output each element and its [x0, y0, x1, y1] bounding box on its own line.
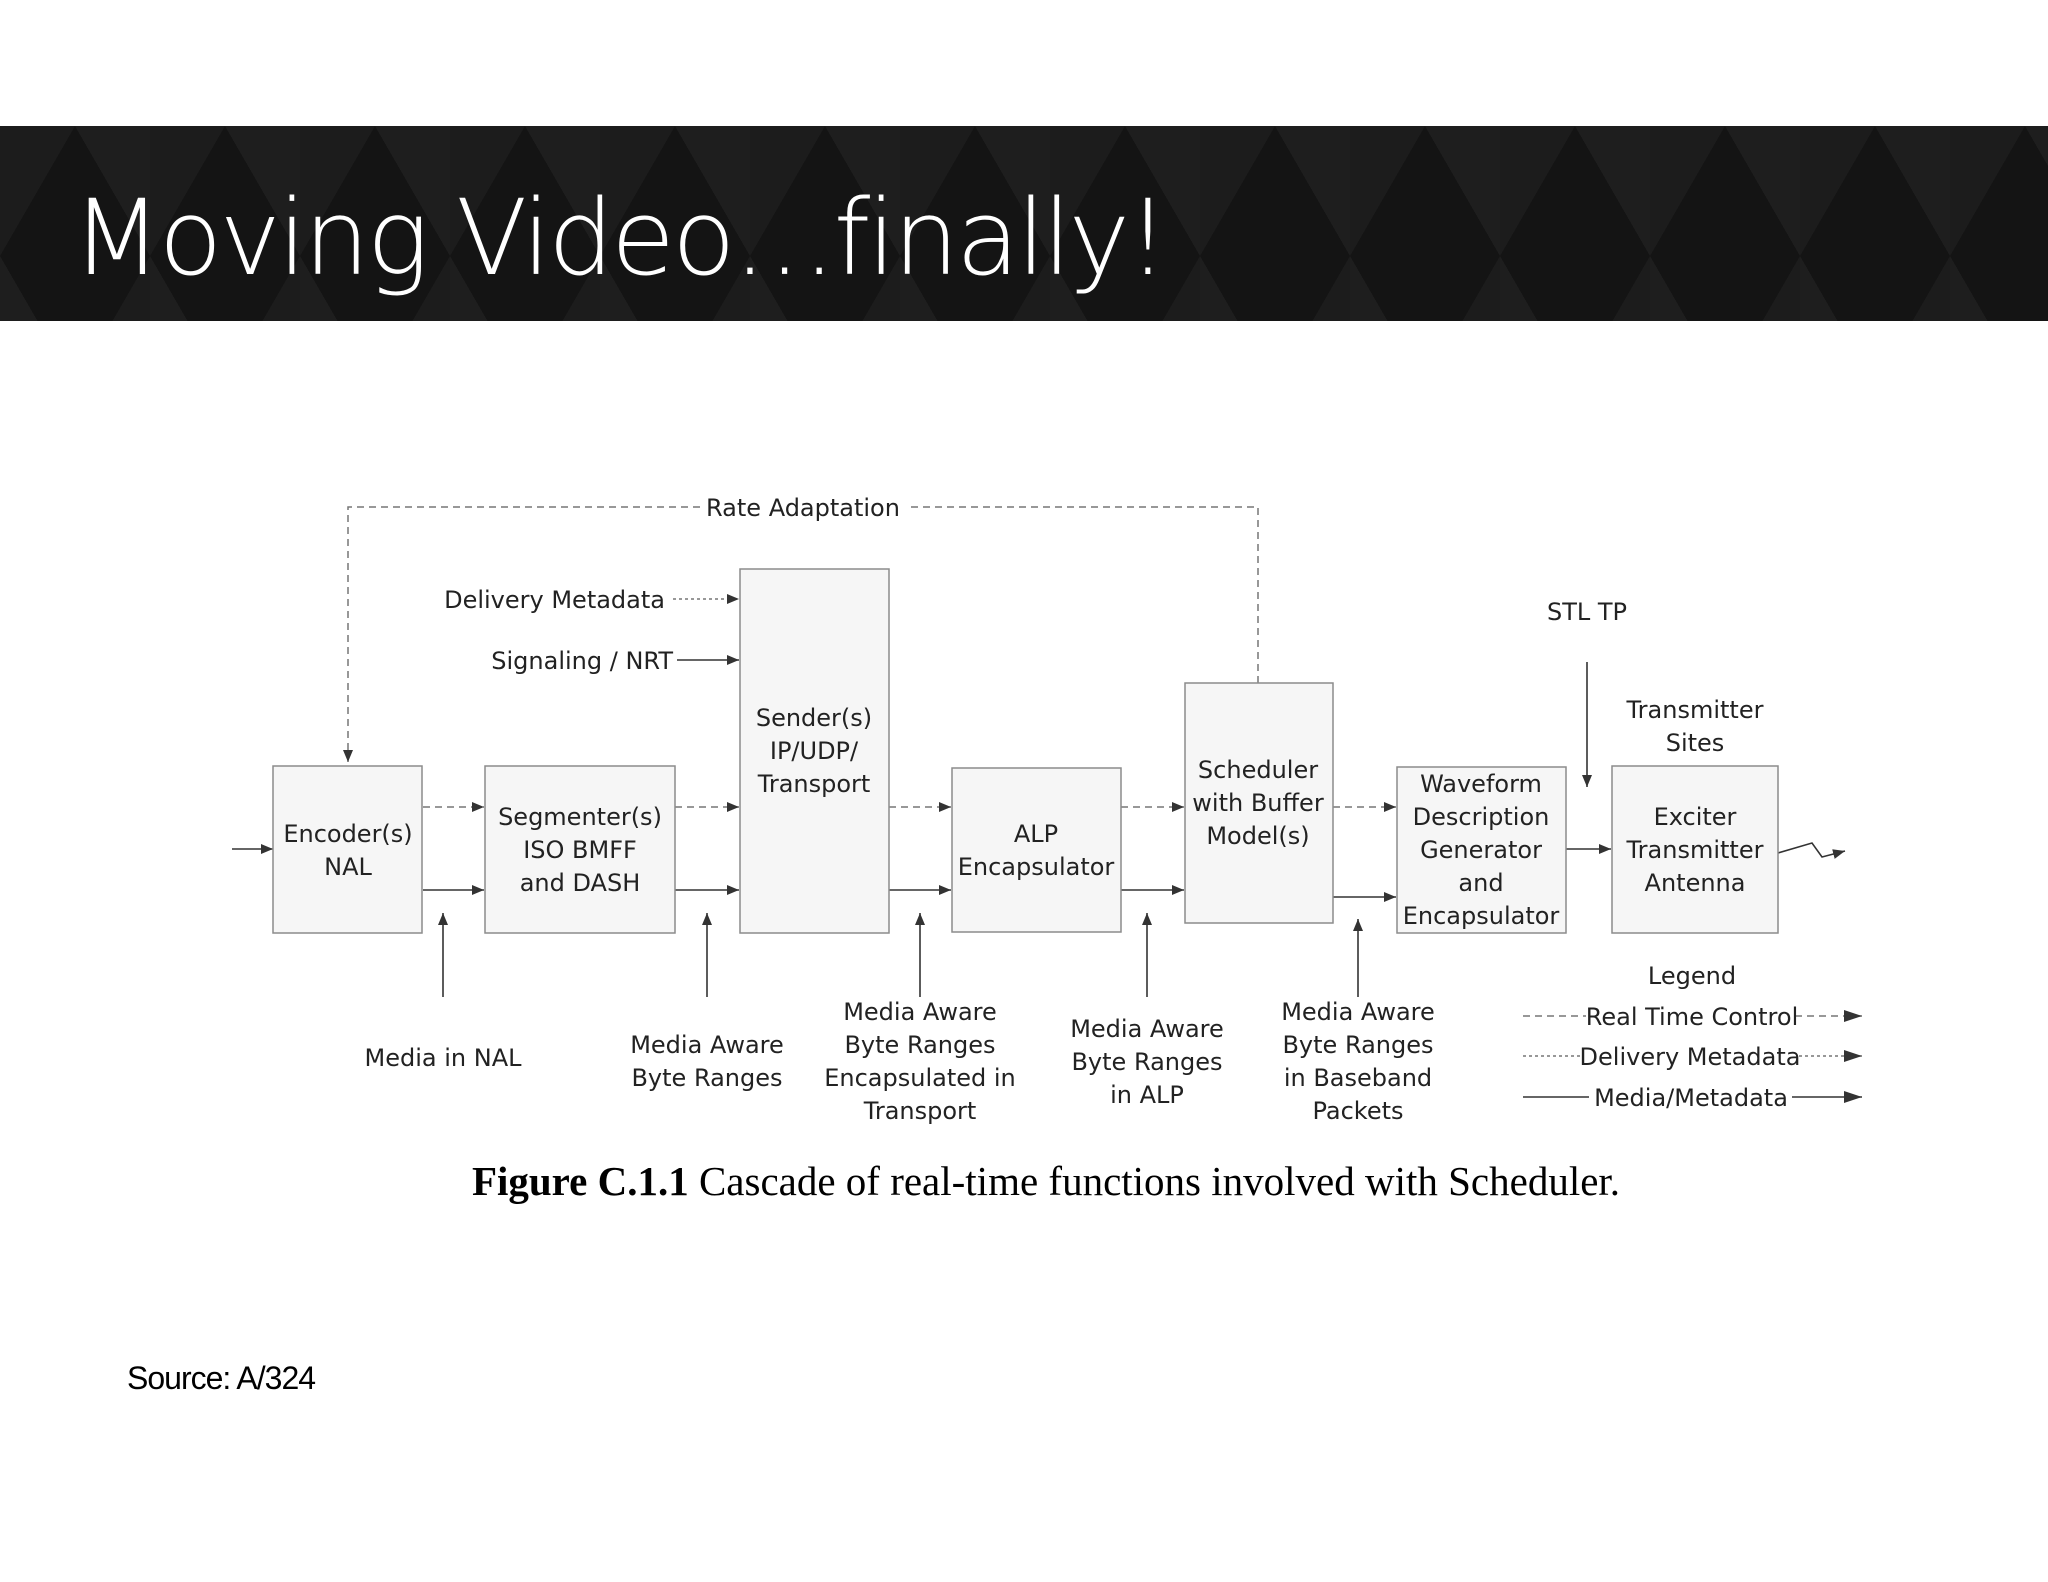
alp-line-1: ALP	[1014, 820, 1058, 848]
figure-caption-text: Cascade of real-time functions involved …	[689, 1158, 1620, 1204]
antenna-output-arrow	[1777, 842, 1846, 859]
legend-real-time-control: Real Time Control	[1586, 1003, 1798, 1031]
encapsulated-transport-line-3: Encapsulated in	[824, 1064, 1016, 1092]
delivery-metadata-label: Delivery Metadata	[444, 586, 665, 614]
exciter-line-1: Exciter	[1654, 803, 1737, 831]
encoder-line-2: NAL	[324, 853, 372, 881]
connectors	[232, 506, 1846, 997]
encapsulated-transport-line-4: Transport	[863, 1097, 977, 1125]
figure-caption: Figure C.1.1 Cascade of real-time functi…	[472, 1158, 1620, 1204]
alp-encapsulator-box: ALP Encapsulator	[951, 767, 1122, 933]
signaling-nrt-label: Signaling / NRT	[491, 647, 673, 675]
byte-ranges-alp-line-2: Byte Ranges	[1071, 1048, 1222, 1076]
waveform-line-2: Description	[1413, 803, 1550, 831]
segmenter-line-3: and DASH	[520, 869, 641, 897]
segmenter-line-2: ISO BMFF	[523, 836, 637, 864]
waveform-line-1: Waveform	[1420, 770, 1542, 798]
byte-ranges-line-2: Byte Ranges	[631, 1064, 782, 1092]
media-in-nal-label: Media in NAL	[365, 1044, 523, 1072]
exciter-line-3: Antenna	[1645, 869, 1746, 897]
exciter-line-2: Transmitter	[1626, 836, 1764, 864]
byte-ranges-alp-line-1: Media Aware	[1070, 1015, 1224, 1043]
segmenter-line-1: Segmenter(s)	[498, 803, 662, 831]
waveform-line-3: Generator	[1420, 836, 1542, 864]
encapsulated-transport-line-1: Media Aware	[843, 998, 997, 1026]
title-banner: Moving Video…finally!	[0, 126, 2048, 321]
legend-title: Legend	[1648, 962, 1736, 990]
legend-media-metadata: Media/Metadata	[1594, 1084, 1788, 1112]
encoder-line-1: Encoder(s)	[283, 820, 412, 848]
scheduler-line-1: Scheduler	[1198, 756, 1318, 784]
stl-tp-label: STL TP	[1547, 598, 1627, 626]
segmenter-box: Segmenter(s) ISO BMFF and DASH	[484, 765, 676, 934]
byte-ranges-baseband-line-2: Byte Ranges	[1282, 1031, 1433, 1059]
sender-line-1: Sender(s)	[756, 704, 872, 732]
encapsulated-transport-line-2: Byte Ranges	[844, 1031, 995, 1059]
sender-line-3: Transport	[757, 770, 871, 798]
byte-ranges-baseband-line-4: Packets	[1312, 1097, 1403, 1125]
scheduler-box: Scheduler with Buffer Model(s)	[1184, 682, 1334, 924]
rate-adaptation-label: Rate Adaptation	[706, 494, 900, 522]
scheduler-line-2: with Buffer	[1192, 789, 1324, 817]
rate-adaptation-line	[348, 506, 1259, 762]
transmitter-sites-line-1: Transmitter	[1626, 696, 1764, 724]
scheduler-line-3: Model(s)	[1206, 822, 1309, 850]
exciter-box: Exciter Transmitter Antenna	[1611, 765, 1779, 934]
waveform-line-4: and	[1458, 869, 1503, 897]
waveform-line-5: Encapsulator	[1403, 902, 1560, 930]
slide-title: Moving Video…finally!	[72, 177, 1169, 299]
legend: Legend Real Time Control Delivery Metada…	[1523, 962, 1862, 1112]
figure-number: Figure C.1.1	[472, 1158, 689, 1204]
byte-ranges-baseband-line-3: in Baseband	[1284, 1064, 1432, 1092]
alp-line-2: Encapsulator	[958, 853, 1115, 881]
waveform-box: Waveform Description Generator and Encap…	[1396, 766, 1567, 934]
byte-ranges-alp-line-3: in ALP	[1110, 1081, 1184, 1109]
byte-ranges-baseband-line-1: Media Aware	[1281, 998, 1435, 1026]
legend-delivery-metadata: Delivery Metadata	[1580, 1043, 1801, 1071]
byte-ranges-line-1: Media Aware	[630, 1031, 784, 1059]
sender-line-2: IP/UDP/	[770, 737, 859, 765]
source-note: Source: A/324	[127, 1360, 316, 1396]
encoder-box: Encoder(s) NAL	[272, 765, 423, 934]
sender-box: Sender(s) IP/UDP/ Transport	[739, 568, 890, 934]
transmitter-sites-line-2: Sites	[1666, 729, 1725, 757]
